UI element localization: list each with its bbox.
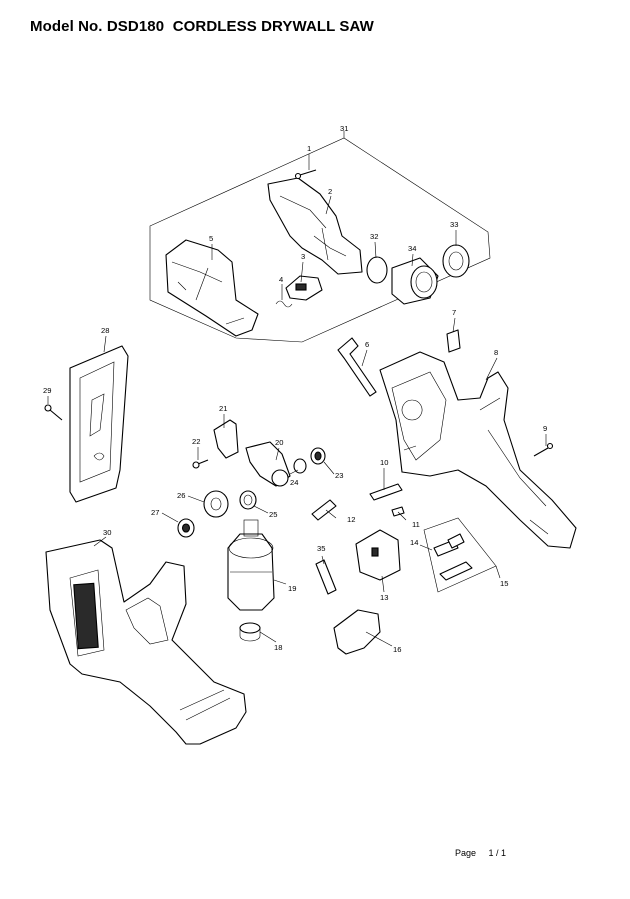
part-10-shaft: [369, 483, 403, 501]
callout-13: 13: [380, 593, 388, 602]
part-13-switch: [355, 529, 401, 581]
callout-19: 19: [288, 584, 296, 593]
leader-lines: [47, 154, 547, 647]
part-22-screw: [192, 459, 209, 469]
part-34-adapter: [391, 257, 439, 305]
callout-32: 32: [370, 232, 378, 241]
part-16-cover: [333, 609, 381, 655]
callout-12: 12: [347, 515, 355, 524]
part-18-ring: [239, 622, 261, 642]
part-7-label: [446, 329, 461, 353]
product-name: CORDLESS DRYWALL SAW: [172, 18, 374, 35]
assembly-31-outline: [149, 137, 491, 343]
callout-20: 20: [275, 438, 283, 447]
callout-11: 11: [412, 520, 420, 529]
callout-14: 14: [410, 538, 418, 547]
part-26-gear: [203, 490, 229, 518]
callout-31: 31: [340, 124, 348, 133]
callout-26: 26: [177, 491, 185, 500]
page-label: Page: [455, 848, 477, 858]
callout-34: 34: [408, 244, 416, 253]
callout-2: 2: [328, 187, 332, 196]
part-3-lock: [285, 275, 323, 301]
callout-18: 18: [274, 643, 282, 652]
part-6-guide: [337, 337, 377, 397]
callout-35: 35: [317, 544, 325, 553]
model-label: Model No.: [30, 18, 103, 35]
page-value: 1 / 1: [488, 848, 507, 858]
callout-10: 10: [380, 458, 388, 467]
part-33-ring: [442, 244, 470, 278]
part-8-housing: [379, 351, 577, 549]
part-25-pinion: [239, 490, 257, 510]
callout-8: 8: [494, 348, 498, 357]
callout-23: 23: [335, 471, 343, 480]
part-29-screw: [44, 404, 63, 421]
callout-33: 33: [450, 220, 458, 229]
callout-1: 1: [307, 144, 311, 153]
callout-5: 5: [209, 234, 213, 243]
part-2-cover: [267, 177, 363, 275]
part-19-motor: [227, 519, 275, 611]
part-5-cover: [165, 239, 259, 337]
model-number: DSD180: [106, 18, 165, 35]
callout-16: 16: [393, 645, 401, 654]
assembly-15-outline: [423, 517, 497, 593]
callout-3: 3: [301, 252, 305, 261]
page-title: Model No. DSD180 CORDLESS DRYWALL SAW: [30, 18, 374, 35]
part-23-bearing: [310, 447, 326, 465]
part-12-pin: [311, 499, 337, 521]
callout-30: 30: [103, 528, 111, 537]
part-1-screw: [294, 169, 317, 180]
callout-29: 29: [43, 386, 51, 395]
callout-22: 22: [192, 437, 200, 446]
page-indicator: Page 1 / 1: [455, 848, 506, 858]
callout-4: 4: [279, 275, 283, 284]
part-9-screw: [533, 442, 554, 457]
callout-15: 15: [500, 579, 508, 588]
part-27-bearing: [177, 518, 195, 538]
part-30-housing: [45, 539, 247, 745]
part-32-o-ring: [366, 256, 388, 284]
callout-labels: 31 1 2 5 32 33 34 3 4 7 28 6 8 29 21 9 2…: [43, 124, 547, 654]
callout-7: 7: [452, 308, 456, 317]
callout-27: 27: [151, 508, 159, 517]
part-24-washer: [293, 458, 307, 474]
callout-25: 25: [269, 510, 277, 519]
part-35-sleeve: [315, 559, 337, 595]
part-28-base-plate: [69, 345, 129, 503]
part-15-slider: [439, 561, 473, 581]
part-4-spring: [275, 300, 293, 308]
part-21-bracket: [213, 419, 239, 459]
callout-24: 24: [290, 478, 298, 487]
part-20-holder: [245, 441, 291, 487]
callout-21: 21: [219, 404, 227, 413]
part-11-clip: [391, 506, 405, 517]
callout-6: 6: [365, 340, 369, 349]
callout-28: 28: [101, 326, 109, 335]
callout-9: 9: [543, 424, 547, 433]
